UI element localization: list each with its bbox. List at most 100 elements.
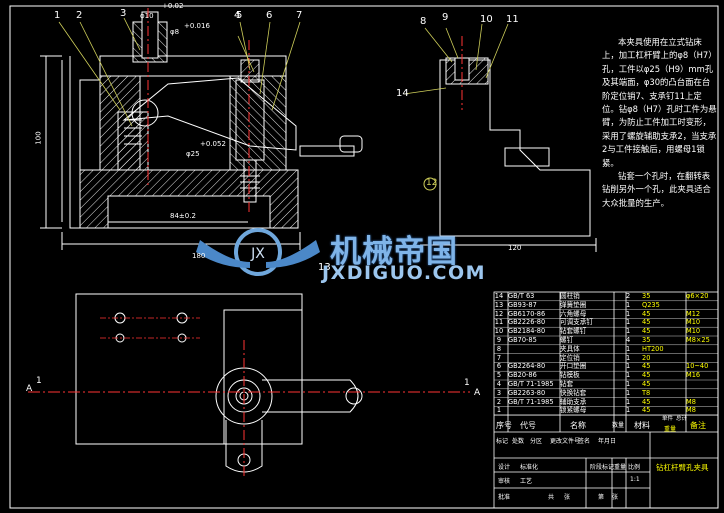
section-mark-a-left: A: [26, 384, 33, 394]
logo-url: JXDIGUO.COM: [322, 262, 487, 284]
title-block-cell: 批准: [498, 494, 511, 501]
dim-tol-2: +0.016: [184, 22, 210, 30]
title-block-cell: 处数: [512, 438, 525, 445]
bom-cell-code: GB93-87: [508, 300, 537, 309]
title-block-cell: 阶段标记: [590, 464, 615, 471]
bom-cell-no: 5: [496, 371, 502, 380]
bom-cell-code: GB70-85: [508, 336, 537, 344]
technical-note: 本夹具使用在立式钻床上，加工杠杆臂上的φ8（H7）孔，工件以φ25（H9）mm孔…: [602, 36, 718, 210]
title-block-cell: 第: [598, 494, 605, 501]
bom-header-w3: 重量: [664, 426, 677, 433]
bom-cell-qty: 1: [626, 380, 631, 388]
bom-cell-no: 6: [496, 362, 502, 371]
bom-cell-name: 开口垫圈: [560, 362, 587, 371]
bom-cell-qty: 2: [626, 292, 631, 300]
bom-cell-name: 快换钻套: [560, 388, 587, 397]
bom-cell-no: 3: [496, 388, 502, 397]
balloon-12: 12: [426, 178, 438, 188]
bom-header-mat: 材料: [634, 421, 650, 430]
balloon-6: 6: [266, 10, 273, 21]
title-block-cell: 年月日: [598, 438, 617, 445]
bom-cell-code: GB2184-80: [508, 327, 546, 336]
sheet-frame: [9, 5, 719, 509]
bom-cell-mat: 35: [642, 292, 651, 300]
bom-cell-name: 定位销: [560, 353, 580, 362]
bom-cell-rem: M12: [686, 309, 701, 318]
bom-header-w1: 单件: [662, 416, 674, 422]
bom-cell-mat: T8: [642, 388, 651, 397]
bom-cell-mat: 45: [642, 318, 651, 327]
dim-dia-8: φ8: [170, 28, 180, 36]
bom-header-name: 名称: [570, 421, 586, 430]
bom-cell-code: GB/T 63: [508, 292, 535, 300]
bom-cell-no: 7: [496, 353, 502, 362]
bom-cell-name: 圆柱销: [560, 292, 580, 300]
bom-cell-mat: 45: [642, 397, 651, 406]
bom-cell-mat: 35: [642, 336, 651, 344]
brand-logo-mark: JX: [196, 228, 320, 276]
bom-cell-qty: 1: [626, 397, 631, 406]
section-mark-1-left: 1: [36, 376, 42, 386]
title-block-cell: 设计: [498, 464, 511, 471]
bom-cell-mat: 20: [642, 353, 651, 362]
balloon-3: 3: [120, 8, 127, 19]
balloon-8: 8: [420, 16, 427, 27]
balloon-9: 9: [442, 12, 449, 23]
balloon-2: 2: [76, 10, 83, 21]
bom-cell-name: 可调支承钉: [560, 318, 593, 327]
note-paragraph-1: 本夹具使用在立式钻床上，加工杠杆臂上的φ8（H7）孔，工件以φ25（H9）mm孔…: [602, 37, 717, 168]
title-block-cell: 张: [612, 494, 619, 501]
dim-84: 84±0.2: [170, 212, 196, 220]
bom-cell-rem: M8: [686, 406, 696, 415]
bom-cell-mat: 45: [642, 406, 651, 415]
bom-cell-name: 弹簧垫圈: [560, 300, 587, 309]
bom-cell-name: 螺钉: [560, 336, 574, 344]
balloon-1: 1: [54, 10, 61, 21]
title-block-cell: 重量: [614, 464, 627, 471]
bom-cell-rem: M10: [686, 327, 701, 336]
balloon-10: 10: [480, 14, 493, 25]
bom-cell-rem: φ6×20: [686, 292, 709, 300]
balloon-14: 14: [396, 88, 409, 99]
bom-cell-mat: 45: [642, 309, 651, 318]
bom-cell-name: 夹具体: [560, 344, 580, 353]
dim-180: 180: [192, 252, 206, 260]
bom-cell-no: 14: [494, 292, 504, 300]
bom-header-w2: 总计: [676, 416, 688, 422]
bom-cell-rem: M16: [686, 371, 701, 380]
bom-cell-no: 9: [496, 336, 502, 344]
bom-cell-no: 11: [494, 318, 504, 327]
bom-cell-mat: 45: [642, 327, 651, 336]
bom-cell-qty: 1: [626, 344, 631, 353]
dim-dia-25: φ25: [186, 150, 200, 158]
balloon-4: 4: [234, 10, 241, 21]
bom-cell-name: 六角螺母: [560, 309, 587, 318]
bom-cell-code: GB2263-80: [508, 388, 546, 397]
title-block-cell: 分区: [530, 438, 543, 445]
dim-dia-10: φ10: [140, 12, 154, 20]
bom-cell-rem: M8: [686, 397, 696, 406]
dim-100: 100: [34, 131, 43, 145]
bom-cell-no: 4: [496, 380, 502, 388]
bom-cell-code: GB2226-80: [508, 318, 546, 327]
bom-cell-qty: 1: [626, 318, 631, 327]
plan-view: [75, 293, 363, 473]
dim-120: 120: [508, 244, 522, 252]
bom-cell-rem: 10~40: [686, 362, 709, 371]
dim-tol-3: +0.052: [200, 140, 226, 148]
balloon-11: 11: [506, 14, 519, 25]
bom-cell-qty: 1: [626, 300, 631, 309]
bom-cell-no: 10: [494, 327, 504, 336]
bom-cell-qty: 1: [626, 371, 631, 380]
bom-cell-mat: 45: [642, 380, 651, 388]
bom-cell-mat: HT200: [642, 344, 664, 353]
bom-cell-mat: 45: [642, 371, 651, 380]
bom-header-rem: 备注: [690, 421, 706, 430]
title-block-scale: 1:1: [630, 476, 640, 483]
balloon-5: 5: [236, 10, 243, 21]
front-section-view: [40, 11, 363, 250]
bom-cell-qty: 1: [626, 362, 631, 371]
bom-cell-no: 1: [496, 406, 502, 415]
title-block-cell: 标记: [496, 438, 509, 445]
